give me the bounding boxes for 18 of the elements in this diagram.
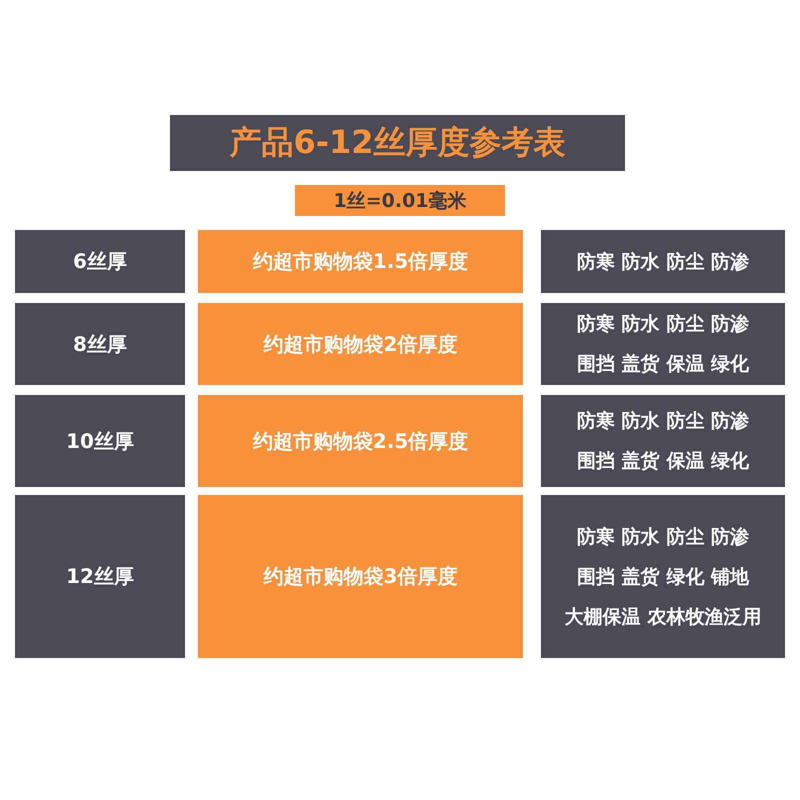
usage-text: 围挡 盖货 绿化 铺地: [577, 564, 749, 590]
title-banner: 产品6-12丝厚度参考表: [170, 115, 625, 171]
comparison-cell: 约超市购物袋2.5倍厚度: [198, 395, 523, 487]
thickness-cell: 6丝厚: [15, 230, 185, 293]
usage-text: 围挡 盖货 保温 绿化: [577, 352, 749, 377]
usage-text: 围挡 盖货 保温 绿化: [577, 449, 749, 474]
usage-text: 防寒 防水 防尘 防渗: [577, 312, 749, 337]
thickness-cell: 10丝厚: [15, 395, 185, 487]
usage-text: 防寒 防水 防尘 防渗: [577, 409, 749, 434]
usage-text: 大棚保温 农林牧渔泛用: [564, 604, 762, 630]
comparison-cell: 约超市购物袋1.5倍厚度: [198, 230, 523, 293]
comparison-cell: 约超市购物袋3倍厚度: [198, 495, 523, 658]
usage-text: 防寒 防水 防尘 防渗: [577, 524, 749, 550]
thickness-cell: 8丝厚: [15, 303, 185, 385]
usage-text: 防寒 防水 防尘 防渗: [577, 250, 749, 274]
thickness-cell: 12丝厚: [15, 495, 185, 658]
comparison-cell: 约超市购物袋2倍厚度: [198, 303, 523, 385]
unit-note: 1丝=0.01毫米: [295, 185, 505, 216]
